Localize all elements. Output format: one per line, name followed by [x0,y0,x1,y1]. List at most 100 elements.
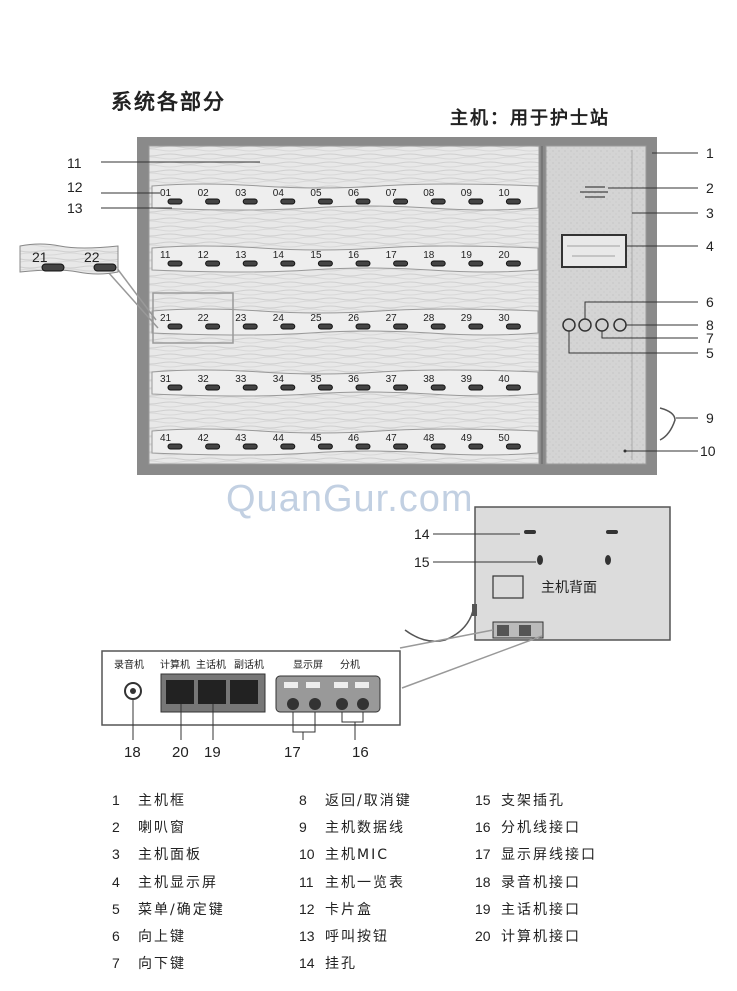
recorder-jack [124,682,142,700]
port-label-sub-phone: 副话机 [234,658,264,671]
callout-7: 7 [706,330,714,346]
slot-number: 32 [198,374,210,385]
call-button [242,260,258,267]
callout-15: 15 [414,554,430,570]
stand-hole-right [605,555,611,565]
call-button [468,443,484,450]
call-button [167,384,183,391]
call-button [393,323,409,330]
call-button [393,260,409,267]
slot-number: 26 [348,313,360,324]
host-data-cable [659,407,676,441]
call-button [355,198,371,205]
call-button [242,443,258,450]
callout-18: 18 [124,744,141,761]
call-button [167,323,183,330]
port-label-extension: 分机 [340,658,360,671]
legend-number: 8 [299,792,307,808]
callout-19: 19 [204,744,221,761]
legend-number: 11 [299,873,314,890]
legend-number: 1 [112,792,120,808]
zoom-call-button [93,263,117,272]
call-button [505,260,521,267]
callout-20: 20 [172,744,189,761]
zoom-highlight-box [152,292,234,344]
slot-number: 12 [198,250,210,261]
call-button [167,443,183,450]
host-back-panel [474,506,671,641]
callout-3: 3 [706,205,714,221]
call-button [242,323,258,330]
call-button [430,443,446,450]
call-button [430,384,446,391]
slot-number: 03 [235,188,247,199]
callout-lines [101,152,698,452]
callout-14: 14 [414,526,430,542]
host-mic [623,449,627,453]
slot-number: 08 [423,188,435,199]
slot-number: 17 [386,250,398,261]
zoomed-card: 21 22 [19,243,119,275]
legend-text: 主机MIC [325,847,389,864]
zoom-slot-number: 21 [32,249,48,265]
hanging-hole-left [524,530,536,534]
call-button [505,443,521,450]
call-button [317,384,333,391]
call-button [505,198,521,205]
down-key [595,318,609,332]
legend-text: 显示屏线接口 [501,847,597,864]
call-button [205,384,221,391]
port-label-recorder: 录音机 [114,658,144,671]
legend-number: 12 [299,900,315,917]
call-button [430,260,446,267]
slot-number: 43 [235,433,247,444]
slot-number: 49 [461,433,473,444]
callout-13: 13 [67,200,83,216]
legend-text: 主话机接口 [501,901,581,918]
call-button [393,443,409,450]
legend-text: 返回/取消键 [325,793,412,809]
host-display [561,234,627,268]
legend-number: 10 [299,846,315,863]
back-label: 主机背面 [541,580,597,596]
call-button [468,260,484,267]
slot-number: 23 [235,313,247,324]
legend-text: 分机线接口 [501,820,581,837]
slot-number: 41 [160,433,172,444]
call-button [355,443,371,450]
slot-number: 42 [198,433,210,444]
zoom-call-button [41,263,65,272]
page-title: 系统各部分 [111,90,226,114]
call-button [280,323,296,330]
callout-1: 1 [706,145,714,161]
slot-number: 25 [310,313,322,324]
card-box-row [151,428,539,456]
legend-number: 16 [475,819,491,836]
legend-number: 3 [112,846,120,863]
zoom-slot-number: 22 [84,249,100,265]
legend-number: 9 [299,819,307,836]
callout-9: 9 [706,410,714,426]
callout-5: 5 [706,345,714,361]
callout-2: 2 [706,180,714,196]
callout-12: 12 [67,179,83,195]
slot-number: 21 [160,313,172,324]
callout-6: 6 [706,294,714,310]
call-button [280,384,296,391]
legend-text: 向上键 [138,929,186,945]
slot-number: 13 [235,250,247,261]
legend-text: 计算机接口 [501,929,581,945]
call-button [505,384,521,391]
legend-number: 7 [112,955,120,972]
call-button [167,198,183,205]
call-button [393,384,409,391]
call-button [355,384,371,391]
display-extension-block [275,675,381,713]
